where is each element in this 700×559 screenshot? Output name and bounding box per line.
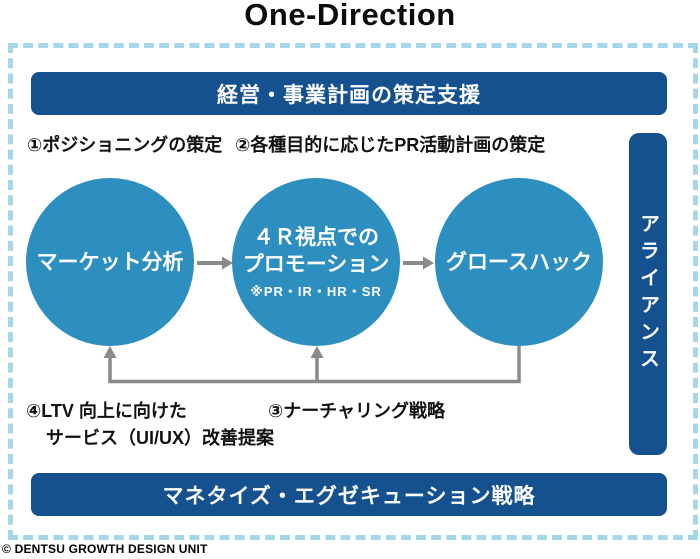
annotation-step4-line2: サービス（UI/UX）改善提案 (46, 428, 275, 448)
circle-4r-promotion-line1: ４Ｒ視点での (253, 226, 379, 249)
top-banner: 経営・事業計画の策定支援 (31, 72, 667, 115)
annotation-step1: ①ポジショニングの策定 (27, 135, 223, 155)
dashed-frame (8, 43, 698, 540)
alliance-bar-label: アライアンス (636, 213, 659, 375)
alliance-bar: アライアンス (629, 133, 667, 455)
circle-4r-promotion: ４Ｒ視点での プロモーション ※PR・IR・HR・SR (232, 178, 400, 346)
circle-4r-promotion-line2: プロモーション (242, 253, 390, 276)
circle-4r-promotion-sub: ※PR・IR・HR・SR (250, 284, 382, 299)
page-title: One-Direction (244, 0, 456, 32)
bottom-banner: マネタイズ・エグゼキューション戦略 (31, 473, 667, 516)
circle-market-analysis: マーケット分析 (26, 178, 194, 346)
circle-market-analysis-label: マーケット分析 (36, 250, 184, 274)
bottom-banner-label: マネタイズ・エグゼキューション戦略 (162, 484, 536, 508)
circle-growth-hack-label: グロースハック (446, 250, 592, 274)
top-banner-label: 経営・事業計画の策定支援 (217, 83, 481, 107)
annotation-step4-line1: ④LTV 向上に向けた (26, 401, 187, 421)
copyright: © DENTSU GROWTH DESIGN UNIT (2, 542, 208, 556)
annotation-step2: ②各種目的に応じたPR活動計画の策定 (235, 135, 546, 155)
circle-growth-hack: グロースハック (435, 178, 603, 346)
annotation-step3: ③ナーチャリング戦略 (268, 401, 446, 421)
